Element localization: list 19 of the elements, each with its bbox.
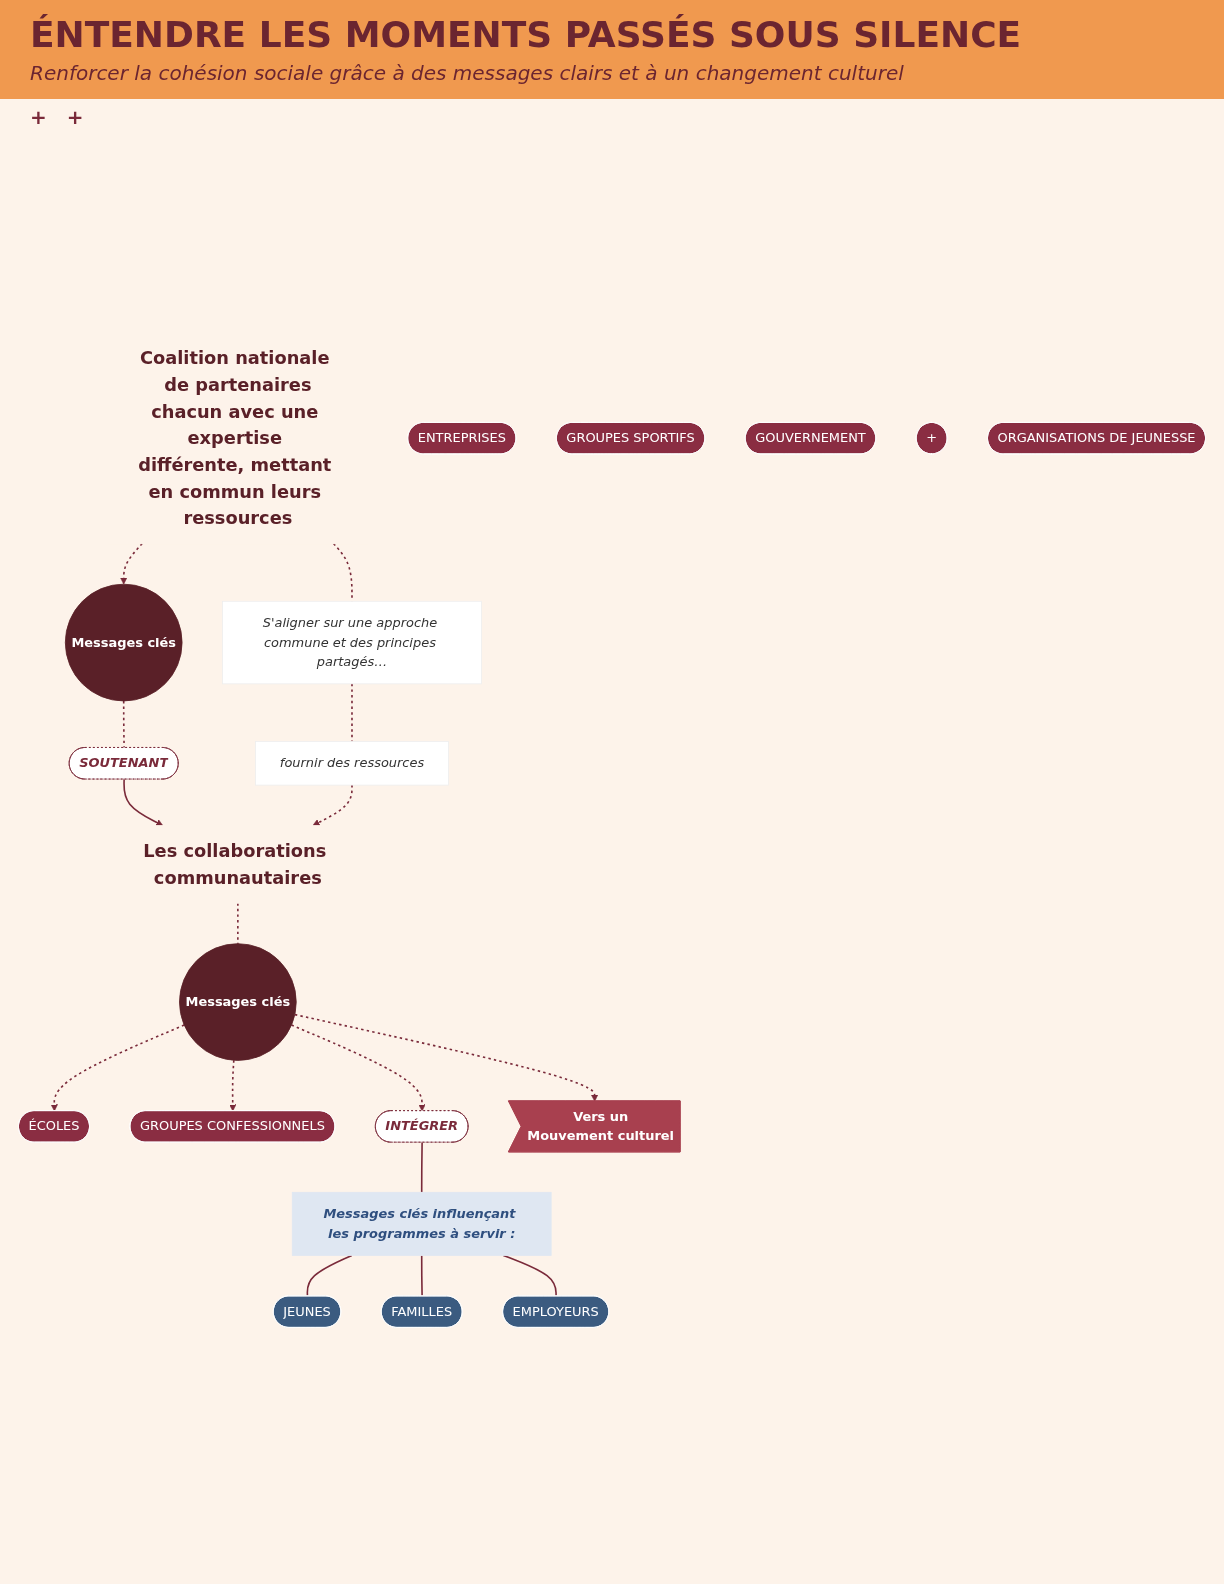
plus-sign: + bbox=[30, 105, 47, 129]
title: ÉNTENDRE LES MOMENTS PASSÉS SOUS SILENCE bbox=[30, 14, 1023, 55]
arrow bbox=[294, 1013, 599, 1102]
arrow bbox=[312, 784, 353, 826]
node-box: fournir des ressources bbox=[255, 741, 449, 786]
connector bbox=[420, 1141, 423, 1194]
node-circle: Messages clés bbox=[64, 583, 183, 702]
arrow bbox=[290, 1024, 426, 1112]
subtitle: Renforcer la cohésion sociale grâce à des messages clairs et à un changement culturel bbox=[30, 61, 905, 85]
node-box: S'aligner sur une approche commune et des principes partagés… bbox=[222, 600, 482, 685]
node-text: Les collaborations communautaires bbox=[143, 840, 327, 888]
arrow bbox=[229, 1059, 237, 1112]
node-circle: Messages clés bbox=[179, 943, 297, 1061]
node-text: Coalition nationale de partenaires chacun avec une expertise différente, mettant en commun leurs ressources bbox=[138, 347, 332, 529]
arrow bbox=[50, 1024, 185, 1112]
node-box: Messages clés influençant les programmes à servir : bbox=[291, 1191, 552, 1256]
plus-sign: + bbox=[66, 105, 84, 129]
arrow bbox=[120, 542, 143, 585]
arrow bbox=[123, 778, 164, 826]
